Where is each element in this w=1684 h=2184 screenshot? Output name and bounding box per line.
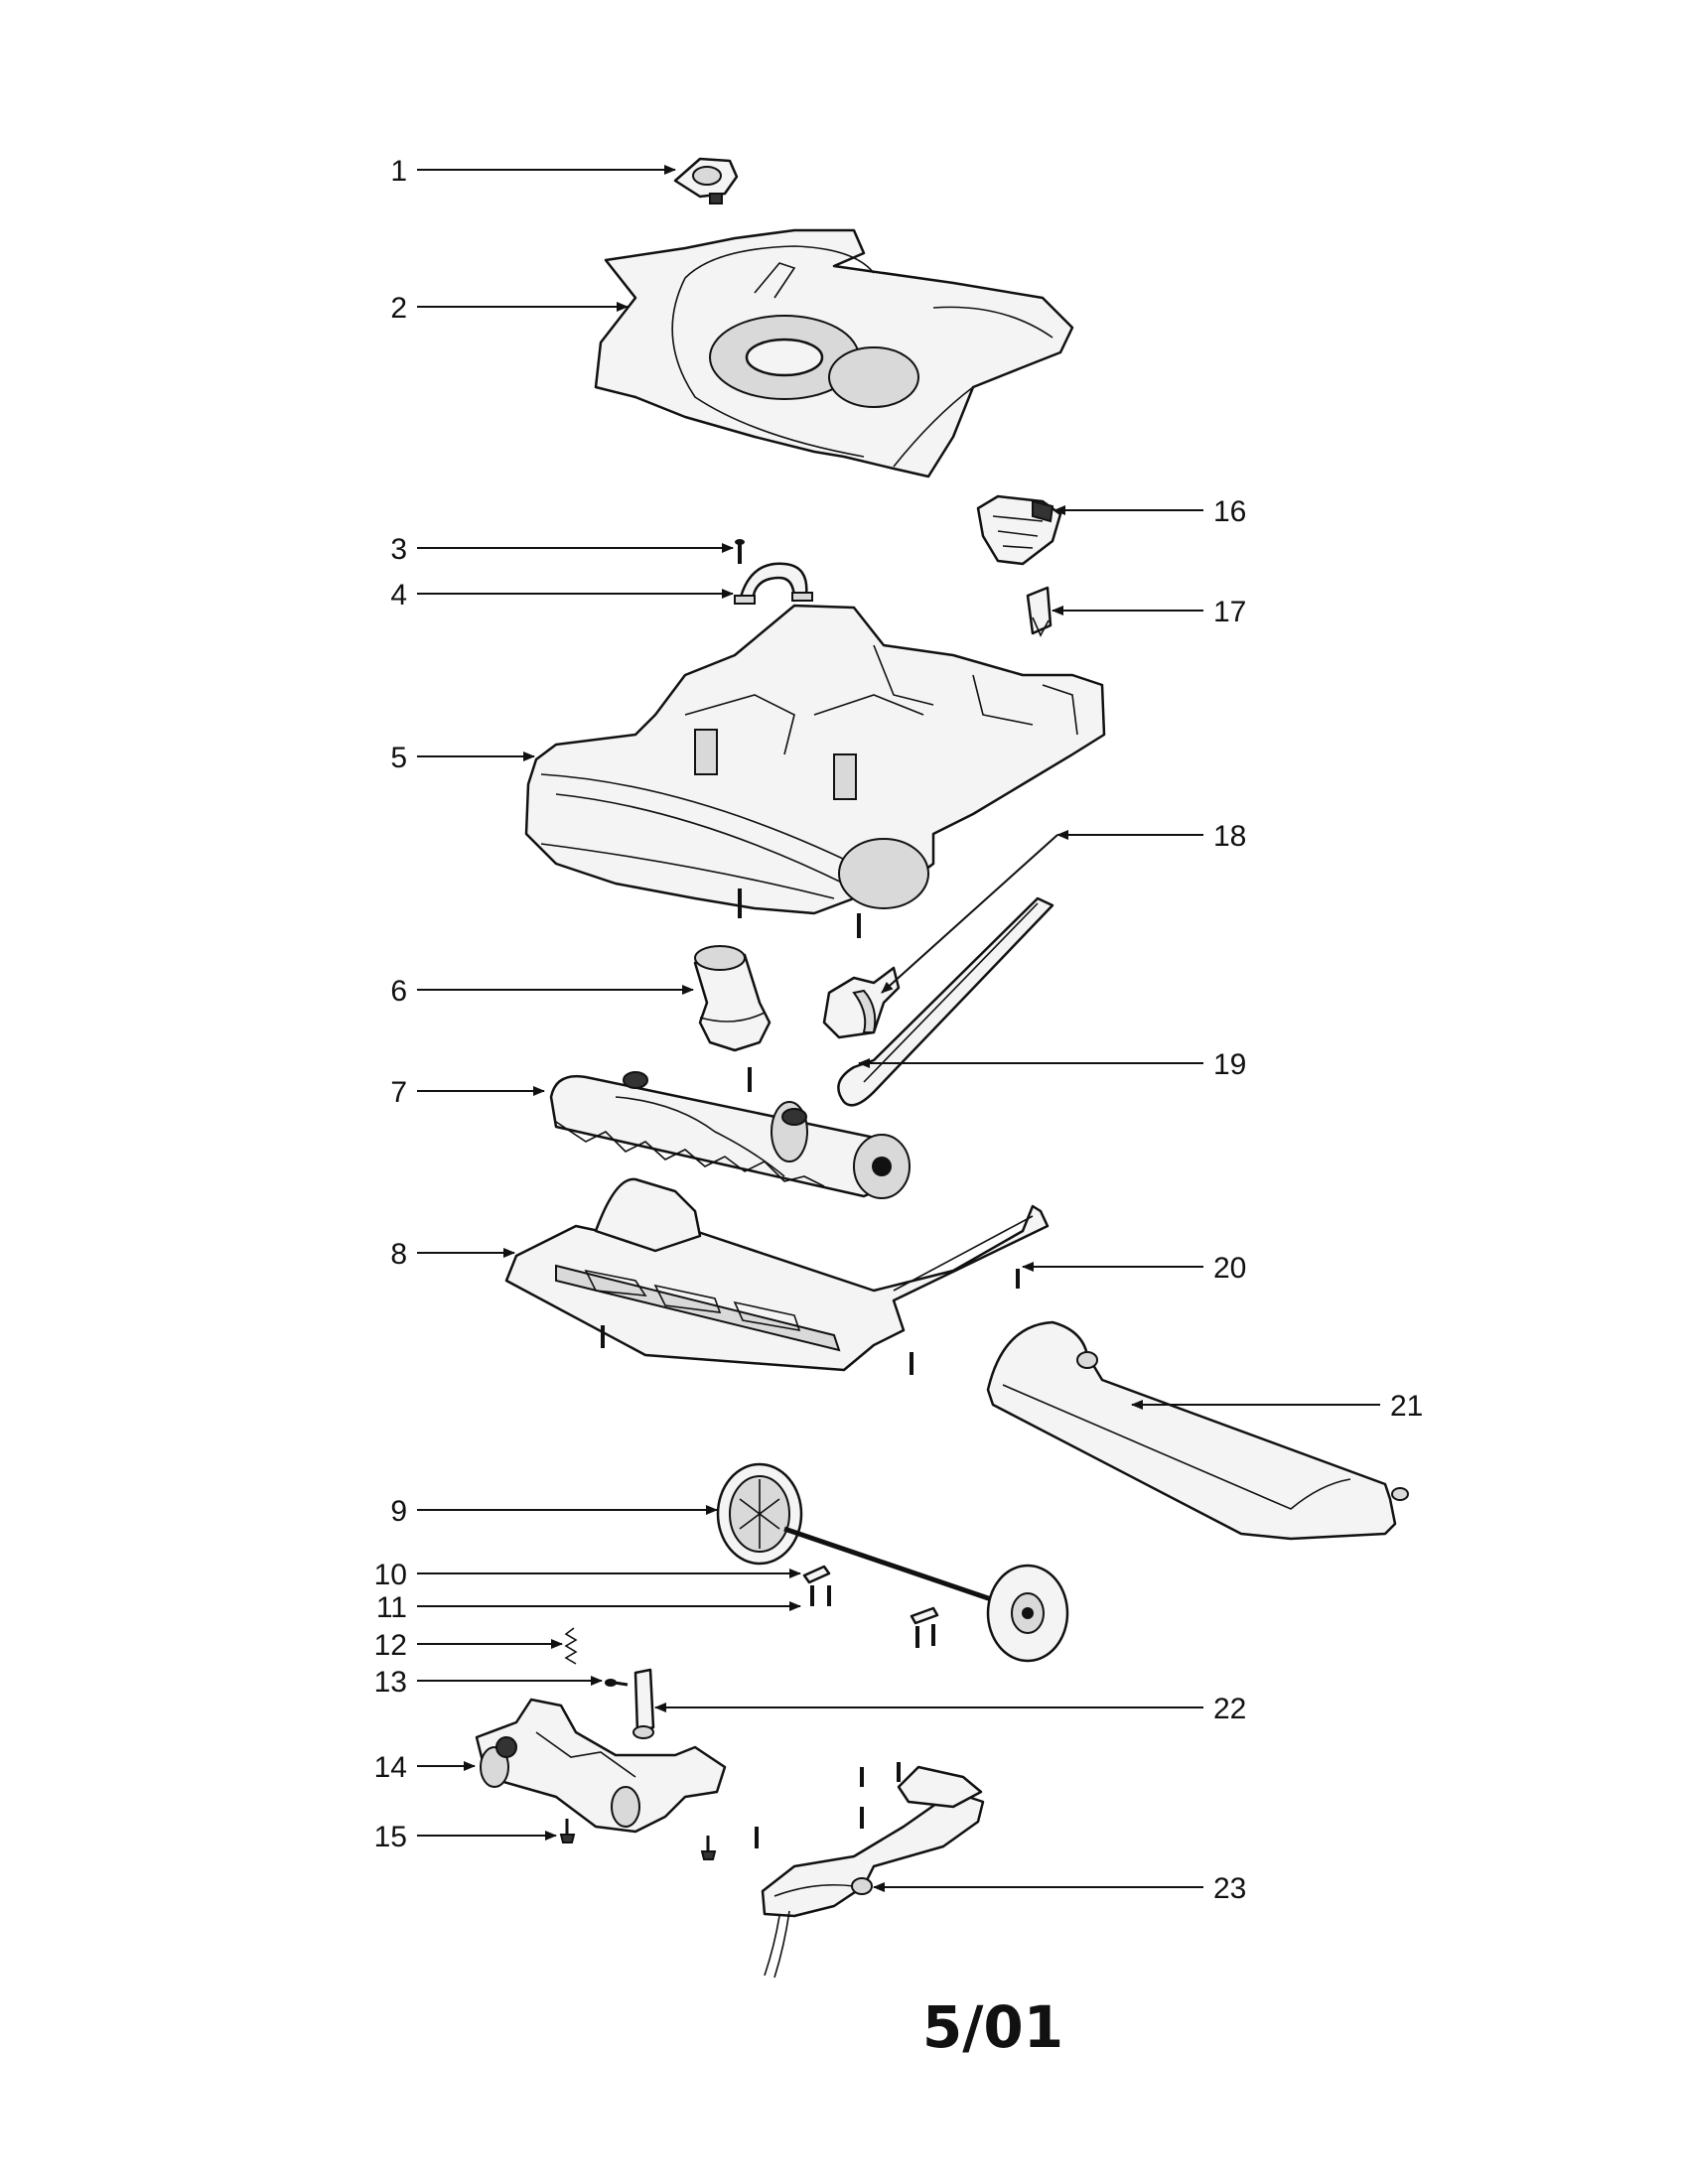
part-5-base-housing: [524, 604, 1106, 938]
part-13-screw: [605, 1679, 629, 1687]
callout-16: 16: [1213, 495, 1246, 528]
callout-4: 4: [390, 579, 407, 612]
part-6-nozzle-adapter: [693, 945, 772, 1092]
part-3-screw: [735, 539, 745, 564]
part-23-handle-release: [761, 1762, 985, 1979]
part-12-spring: [564, 1627, 578, 1665]
callout-22: 22: [1213, 1693, 1246, 1725]
date-code: 5/01: [922, 1993, 1063, 2061]
part-18-belt-guard: [822, 966, 901, 1039]
part-11-screws: [810, 1585, 935, 1648]
callout-20: 20: [1213, 1252, 1246, 1285]
part-17-clip: [1026, 586, 1052, 637]
part-22-pedal-lever: [632, 1668, 655, 1739]
callout-3: 3: [390, 533, 407, 566]
callout-18: 18: [1213, 820, 1246, 853]
part-1-knob: [673, 157, 739, 205]
part-21-bumper: [986, 1320, 1409, 1541]
callout-15: 15: [374, 1821, 407, 1853]
callout-1: 1: [390, 155, 407, 188]
callout-6: 6: [390, 975, 407, 1008]
part-19-belt: [837, 896, 1054, 1107]
part-8-bottom-plate: [504, 1177, 1050, 1375]
callout-23: 23: [1213, 1872, 1246, 1905]
callout-13: 13: [374, 1666, 407, 1699]
callout-21: 21: [1390, 1390, 1423, 1423]
part-4-bracket: [734, 562, 813, 605]
callout-7: 7: [390, 1076, 407, 1109]
part-10-axle-clips: [802, 1565, 939, 1625]
callout-14: 14: [374, 1751, 407, 1784]
part-16-latch: [976, 494, 1062, 566]
callout-9: 9: [390, 1495, 407, 1528]
part-7-brushroll: [549, 1071, 911, 1199]
callout-8: 8: [390, 1238, 407, 1271]
callout-12: 12: [374, 1629, 407, 1662]
callout-2: 2: [390, 292, 407, 325]
leader-lines: [417, 165, 1380, 1892]
part-15-screws: [559, 1819, 759, 1860]
callout-10: 10: [374, 1559, 407, 1591]
part-2-hood-cover: [594, 228, 1074, 478]
callout-11: 11: [376, 1591, 407, 1624]
callout-19: 19: [1213, 1048, 1246, 1081]
part-14-rear-caster: [475, 1698, 727, 1834]
callout-5: 5: [390, 742, 407, 774]
callout-17: 17: [1213, 596, 1246, 628]
part-9-wheel-axle: [716, 1462, 1069, 1663]
